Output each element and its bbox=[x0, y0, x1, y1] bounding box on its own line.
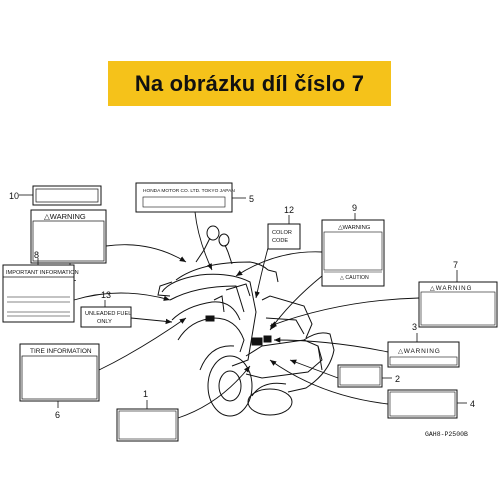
callout-7: 7 bbox=[453, 260, 458, 270]
callout-8: 8 bbox=[34, 250, 39, 260]
leader-lines bbox=[73, 211, 420, 419]
label-3: 3 △WARNING bbox=[387, 322, 460, 368]
figure-code: GAH8-P2500B bbox=[425, 431, 468, 438]
callout-10: 10 bbox=[9, 191, 19, 201]
label-12-line2: CODE bbox=[272, 238, 288, 244]
callout-3: 3 bbox=[412, 322, 417, 332]
label-13-line1: UNLEADED FUEL bbox=[85, 311, 131, 317]
label-13-line2: ONLY bbox=[97, 319, 112, 325]
label-6: TIRE INFORMATION 6 bbox=[19, 343, 100, 420]
label-11-warning: △WARNING bbox=[44, 212, 86, 221]
callout-1: 1 bbox=[143, 389, 148, 399]
label-4: 4 bbox=[387, 389, 475, 419]
callout-2: 2 bbox=[395, 374, 400, 384]
title-banner: Na obrázku díl číslo 7 bbox=[108, 61, 391, 106]
label-8-title: IMPORTANT INFORMATION bbox=[6, 270, 79, 276]
label-2: 2 bbox=[337, 364, 400, 388]
label-8: 8 IMPORTANT INFORMATION bbox=[2, 250, 79, 323]
callout-6: 6 bbox=[55, 410, 60, 420]
scooter-drawing bbox=[157, 225, 335, 417]
label-13: 13 UNLEADED FUEL ONLY bbox=[80, 290, 132, 328]
label-7: 7 △WARNING bbox=[418, 260, 498, 328]
label-12-line1: COLOR bbox=[272, 230, 292, 236]
label-5-text: HONDA MOTOR CO. LTD. TOKYO JAPAN bbox=[143, 188, 235, 194]
callout-4: 4 bbox=[470, 399, 475, 409]
label-9-warning: △WARNING bbox=[338, 225, 371, 231]
callout-13: 13 bbox=[101, 290, 111, 300]
callout-12: 12 bbox=[284, 205, 294, 215]
label-12: 12 COLOR CODE bbox=[267, 205, 301, 250]
label-5: HONDA MOTOR CO. LTD. TOKYO JAPAN 5 bbox=[135, 182, 254, 213]
label-1: 1 bbox=[116, 389, 179, 442]
label-6-title: TIRE INFORMATION bbox=[30, 348, 92, 355]
label-9: 9 △WARNING △ CAUTION bbox=[321, 203, 385, 287]
label-10: 10 bbox=[9, 185, 102, 206]
title-text: Na obrázku díl číslo 7 bbox=[134, 70, 365, 96]
callout-5: 5 bbox=[249, 194, 254, 204]
label-11: △WARNING 11 bbox=[30, 209, 107, 283]
label-3-warning: △WARNING bbox=[398, 348, 441, 355]
callout-9: 9 bbox=[352, 203, 357, 213]
label-9-caution: △ CAUTION bbox=[340, 275, 369, 281]
label-7-warning: △WARNING bbox=[430, 285, 472, 292]
